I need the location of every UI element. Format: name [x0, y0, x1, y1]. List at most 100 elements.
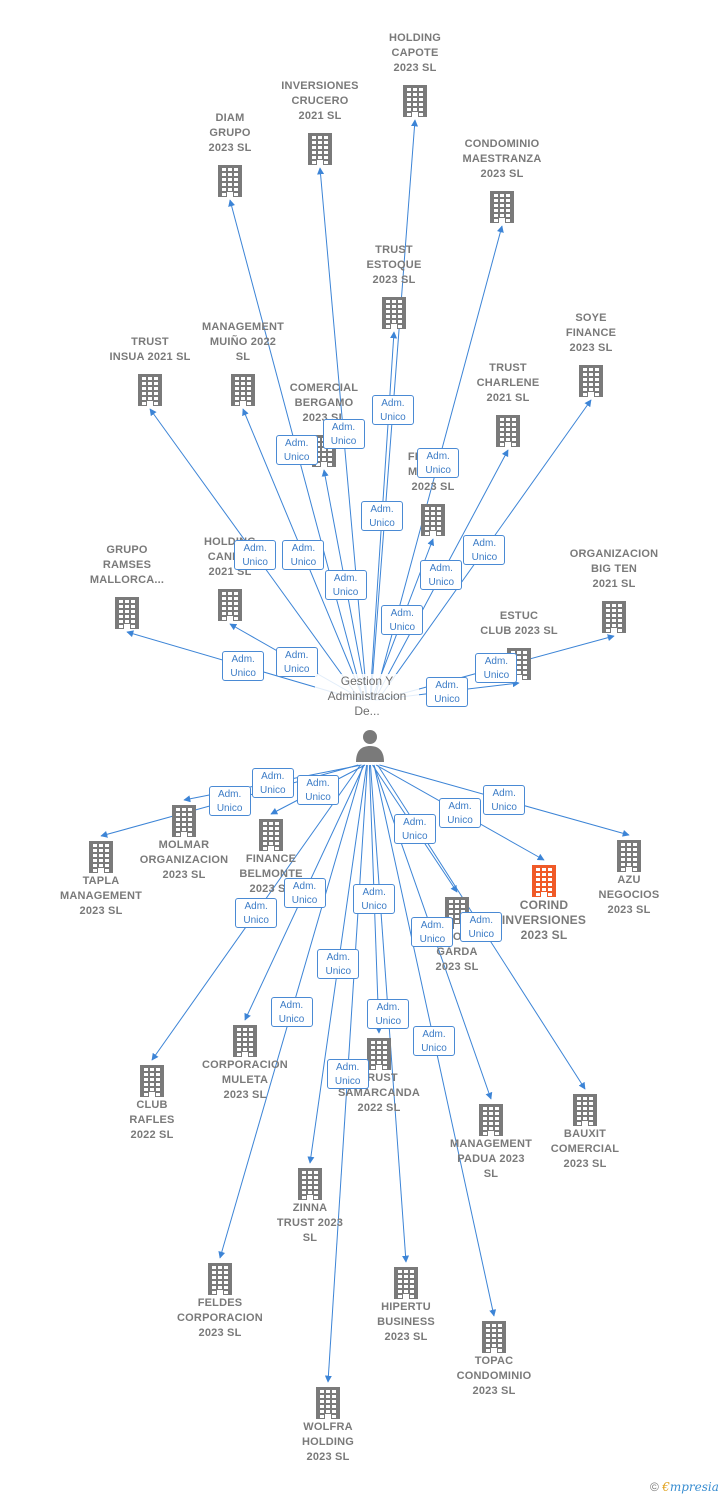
role-badge[interactable]: Adm. Unico	[463, 535, 506, 565]
building-icon[interactable]	[599, 599, 629, 633]
company-label: HIPERTU BUSINESS 2023 SL	[377, 1301, 435, 1343]
role-badge[interactable]: Adm. Unico	[353, 884, 396, 914]
company-label: COMERCIAL BERGAMO 2023 SL	[289, 382, 359, 424]
company-node-hipertu-business[interactable]: HIPERTU BUSINESS 2023 SL	[346, 1300, 466, 1345]
company-node-soye-finance[interactable]: SOYE FINANCE 2023 SL	[531, 311, 651, 356]
company-node-trust-insua[interactable]: TRUST INSUA 2021 SL	[90, 335, 210, 365]
role-badge[interactable]: Adm. Unico	[297, 774, 340, 805]
role-badge[interactable]: Adm. Unico	[420, 560, 463, 590]
company-label: ZINNA TRUST 2023 SL	[276, 1202, 344, 1244]
role-badge[interactable]: Adm. Unico	[235, 897, 278, 928]
role-badge[interactable]: Adm. Unico	[381, 604, 424, 635]
building-icon[interactable]	[379, 295, 409, 329]
building-icon[interactable]	[493, 413, 523, 447]
role-badge[interactable]: Adm. Unico	[222, 651, 265, 681]
role-badge[interactable]: Adm. Unico	[413, 1025, 455, 1056]
building-icon[interactable]	[487, 189, 517, 223]
role-badge[interactable]: Adm. Unico	[439, 797, 481, 828]
company-node-condominio-maestranza[interactable]: CONDOMINIO MAESTRANZA 2023 SL	[442, 137, 562, 182]
building-icon[interactable]	[529, 863, 559, 897]
building-icon[interactable]	[295, 1166, 325, 1200]
role-badge[interactable]: Adm. Unico	[411, 917, 454, 947]
role-badge[interactable]: Adm. Unico	[234, 539, 277, 570]
building-icon[interactable]	[305, 131, 335, 165]
building-icon[interactable]	[400, 83, 430, 117]
company-node-corporacion-muleta[interactable]: CORPORACION MULETA 2023 SL	[185, 1058, 305, 1103]
role-badge[interactable]: Adm. Unico	[251, 767, 294, 798]
company-node-comercial-bergamo[interactable]: COMERCIAL BERGAMO 2023 SL	[264, 381, 384, 426]
role-badge[interactable]: Adm. Unico	[475, 653, 518, 683]
role-badge[interactable]: Adm. Unico	[275, 435, 318, 465]
footer-brand[interactable]: © €mpresia	[650, 1480, 719, 1494]
role-badge[interactable]: Adm. Unico	[371, 395, 414, 425]
role-badge[interactable]: Adm. Unico	[208, 785, 251, 816]
company-node-feldes-corporacion[interactable]: FELDES CORPORACION 2023 SL	[160, 1296, 280, 1341]
company-node-diam-grupo[interactable]: DIAM GRUPO 2023 SL	[170, 111, 290, 156]
role-badge[interactable]: Adm. Unico	[270, 996, 313, 1027]
building-icon[interactable]	[479, 1319, 509, 1353]
role-badge[interactable]: Adm. Unico	[326, 1058, 369, 1089]
company-label: TRUST CHARLENE 2021 SL	[476, 362, 540, 404]
building-icon[interactable]	[230, 1023, 260, 1057]
building-icon[interactable]	[256, 817, 286, 851]
building-icon[interactable]	[137, 1063, 167, 1097]
company-node-management-padua[interactable]: MANAGEMENT PADUA 2023 SL	[431, 1137, 551, 1182]
company-label: ESTUC CLUB 2023 SL	[480, 610, 558, 637]
company-node-club-rafles[interactable]: CLUB RAFLES 2022 SL	[92, 1098, 212, 1143]
role-badge[interactable]: Adm. Unico	[361, 501, 403, 531]
role-badge[interactable]: Adm. Unico	[317, 949, 360, 979]
company-node-zinna-trust[interactable]: ZINNA TRUST 2023 SL	[250, 1201, 370, 1246]
company-node-inversiones-crucero[interactable]: INVERSIONES CRUCERO 2021 SL	[260, 79, 380, 124]
company-node-azu-negocios[interactable]: AZU NEGOCIOS 2023 SL	[569, 873, 689, 918]
building-icon[interactable]	[215, 587, 245, 621]
building-icon[interactable]	[228, 372, 258, 406]
company-node-tapla-management[interactable]: TAPLA MANAGEMENT 2023 SL	[41, 874, 161, 919]
role-badge[interactable]: Adm. Unico	[417, 448, 460, 478]
company-label: FELDES CORPORACION 2023 SL	[177, 1297, 263, 1339]
building-icon[interactable]	[169, 803, 199, 837]
company-node-trust-estoque[interactable]: TRUST ESTOQUE 2023 SL	[334, 243, 454, 288]
company-label: HOLDING CAPOTE 2023 SL	[388, 32, 442, 74]
company-node-molmar-organizacion[interactable]: MOLMAR ORGANIZACION 2023 SL	[124, 838, 244, 883]
building-icon[interactable]	[418, 502, 448, 536]
building-icon[interactable]	[391, 1265, 421, 1299]
role-badge[interactable]: Adm. Unico	[275, 647, 318, 677]
person-icon[interactable]	[354, 728, 386, 762]
company-label: DIAM GRUPO 2023 SL	[208, 112, 252, 154]
company-node-trust-samarcanda[interactable]: TRUST SAMARCANDA 2022 SL	[319, 1071, 439, 1116]
role-badge[interactable]: Adm. Unico	[324, 570, 367, 600]
building-icon[interactable]	[364, 1036, 394, 1070]
company-node-organizacion-big-ten[interactable]: ORGANIZACION BIG TEN 2021 SL	[554, 547, 674, 592]
building-icon[interactable]	[215, 163, 245, 197]
company-label: TRUST INSUA 2021 SL	[109, 336, 191, 363]
building-icon[interactable]	[614, 838, 644, 872]
building-icon[interactable]	[112, 595, 142, 629]
company-node-corind-inversiones[interactable]: CORIND INVERSIONES 2023 SL	[484, 898, 604, 943]
company-node-trust-charlene[interactable]: TRUST CHARLENE 2021 SL	[448, 361, 568, 406]
company-node-wolfra-holding[interactable]: WOLFRA HOLDING 2023 SL	[268, 1420, 388, 1465]
company-node-finance-belmonte[interactable]: FINANCE BELMONTE 2023 SL	[211, 852, 331, 897]
role-badge[interactable]: Adm. Unico	[393, 813, 436, 844]
role-badge[interactable]: Adm. Unico	[283, 877, 326, 908]
role-badge[interactable]: Adm. Unico	[426, 676, 468, 707]
company-node-holding-capote[interactable]: HOLDING CAPOTE 2023 SL	[355, 31, 475, 76]
role-badge[interactable]: Adm. Unico	[282, 539, 325, 570]
company-node-bauxit-comercial[interactable]: BAUXIT COMERCIAL 2023 SL	[525, 1127, 645, 1172]
company-node-management-muino[interactable]: MANAGEMENT MUIÑO 2022 SL	[183, 320, 303, 365]
role-badge[interactable]: Adm. Unico	[322, 419, 365, 449]
building-icon[interactable]	[86, 839, 116, 873]
role-badge[interactable]: Adm. Unico	[483, 785, 526, 815]
company-node-grupo-ramses[interactable]: GRUPO RAMSES MALLORCA...	[67, 543, 187, 588]
company-node-topac-condominio[interactable]: TOPAC CONDOMINIO 2023 SL	[434, 1354, 554, 1399]
building-icon[interactable]	[135, 372, 165, 406]
building-icon[interactable]	[205, 1261, 235, 1295]
building-icon[interactable]	[576, 363, 606, 397]
building-icon[interactable]	[313, 1385, 343, 1419]
company-label: TRUST ESTOQUE 2023 SL	[366, 244, 422, 286]
center-node-label[interactable]: Gestion Y Administracion De...	[315, 674, 419, 719]
building-icon[interactable]	[570, 1092, 600, 1126]
role-badge[interactable]: Adm. Unico	[367, 998, 410, 1029]
company-node-estuc-club[interactable]: ESTUC CLUB 2023 SL	[459, 609, 579, 639]
building-icon[interactable]	[476, 1102, 506, 1136]
role-badge[interactable]: Adm. Unico	[460, 912, 503, 942]
